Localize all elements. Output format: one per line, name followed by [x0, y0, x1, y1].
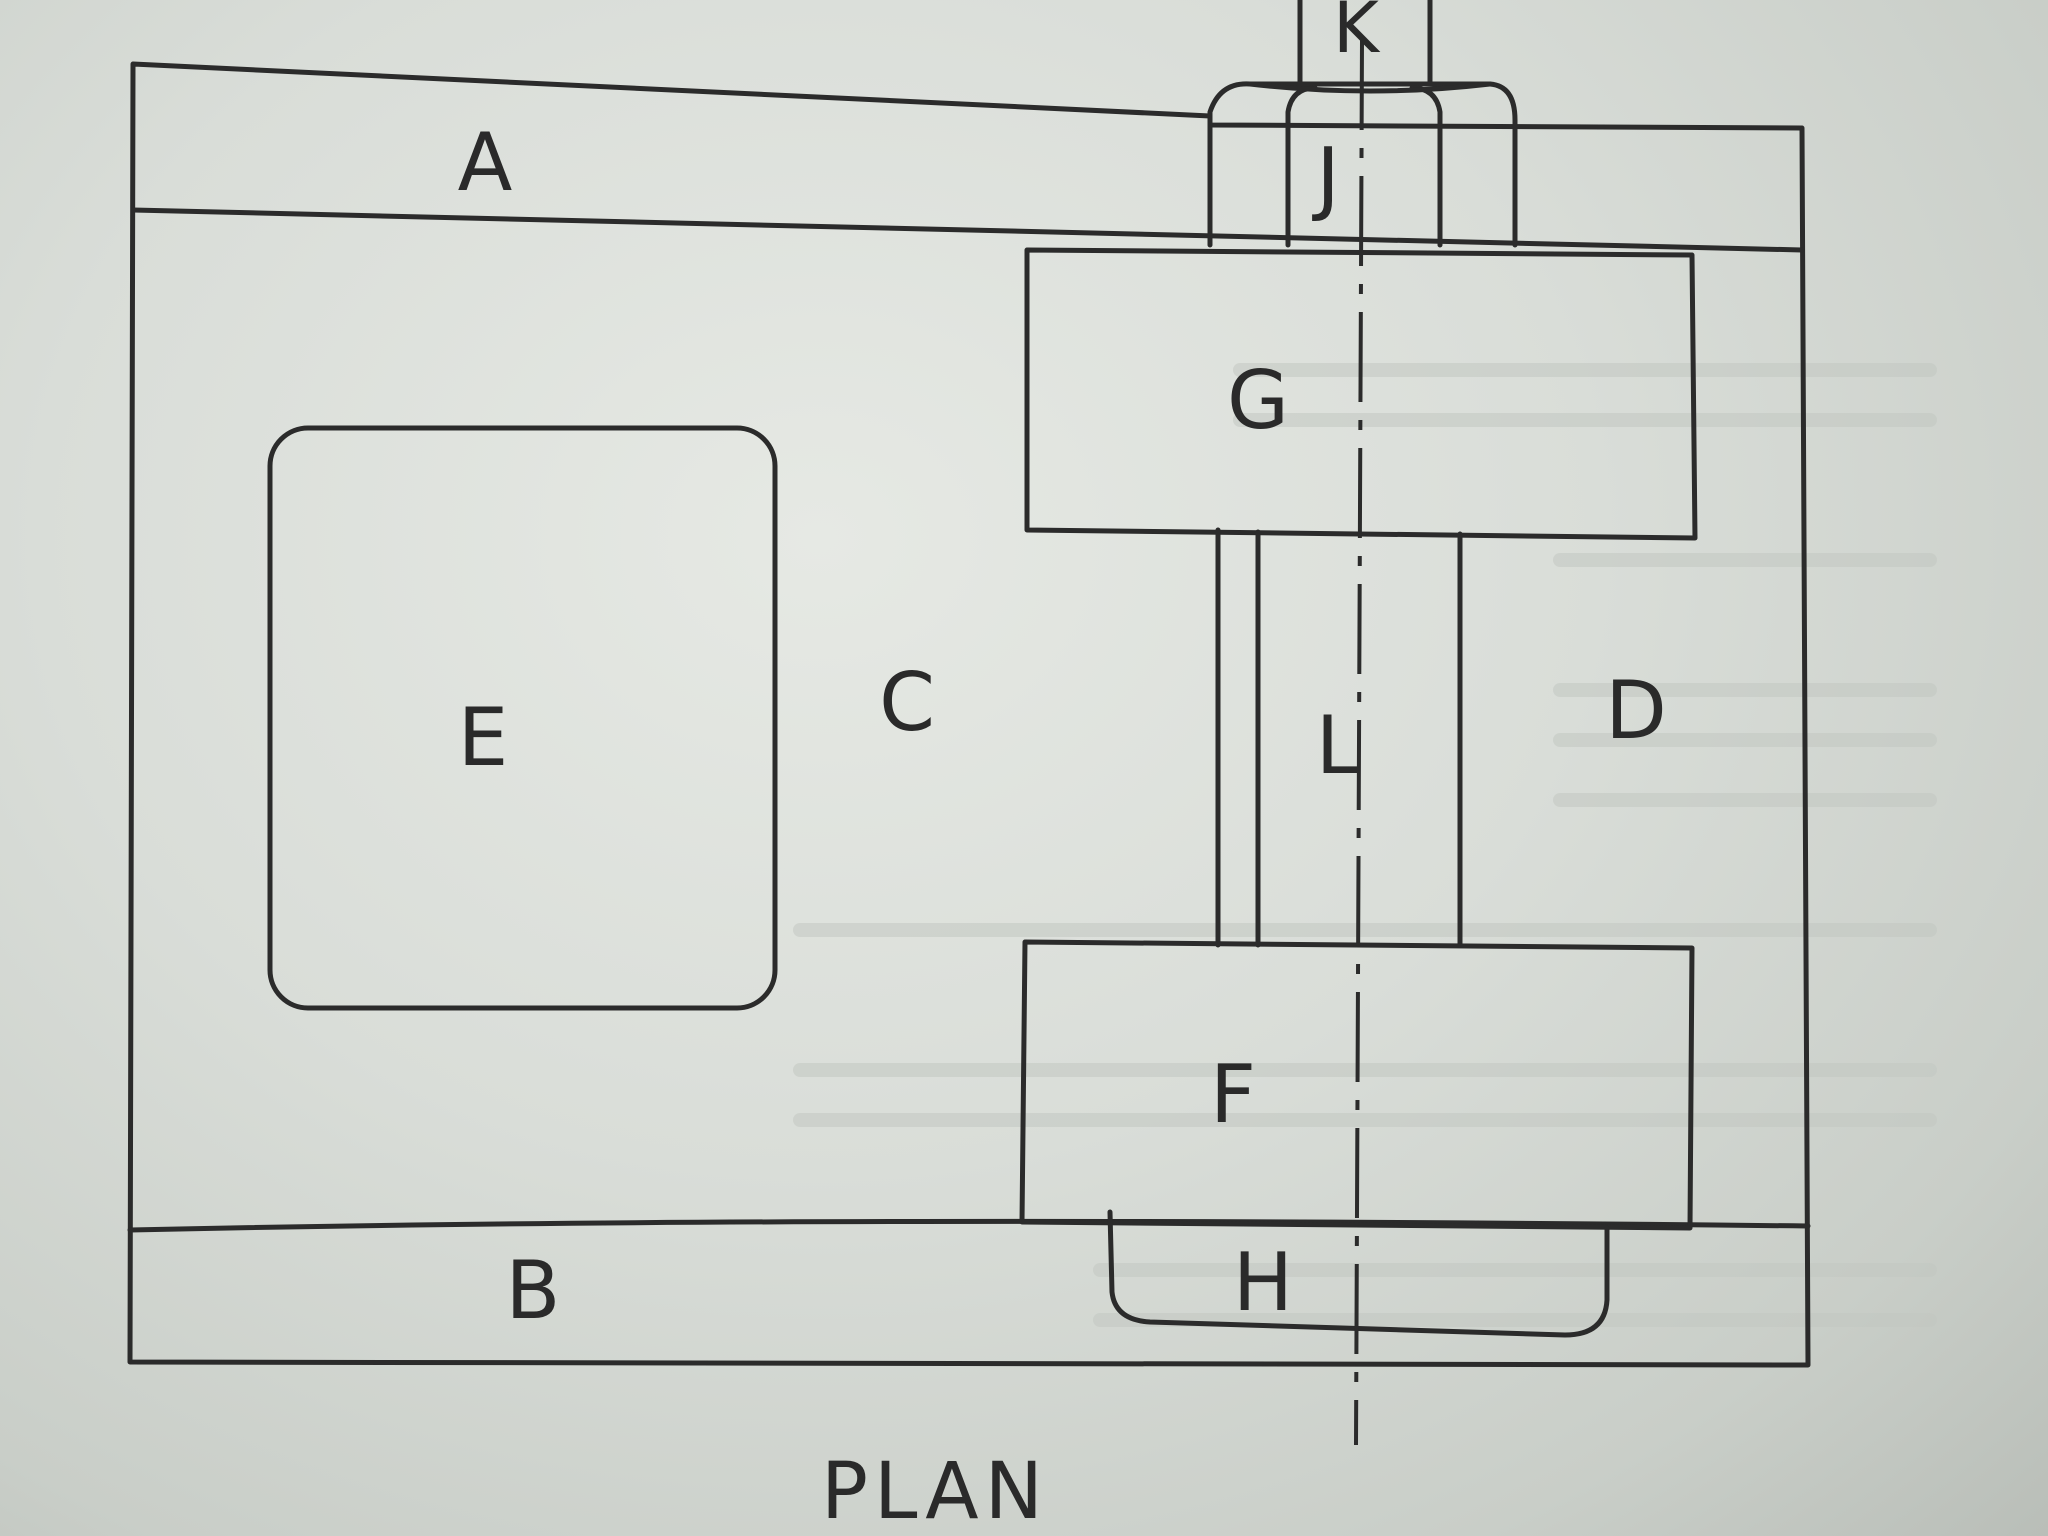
label-l: L — [1316, 699, 1361, 792]
outer-frame — [127, 61, 1811, 1368]
bleed-through-lines — [793, 363, 1937, 1327]
center-line — [1354, 39, 1364, 1446]
label-c: C — [879, 656, 935, 749]
label-b: B — [506, 1244, 561, 1337]
block-g — [1024, 247, 1698, 541]
label-h: H — [1233, 1236, 1293, 1329]
label-f: F — [1210, 1048, 1256, 1141]
nut-j-arc — [1247, 81, 1493, 94]
label-e: E — [458, 691, 509, 784]
block-f — [1019, 939, 1695, 1231]
band-a-edge — [130, 207, 1805, 253]
label-j: J — [1311, 131, 1340, 224]
nut-j-facet-left — [1285, 85, 1318, 248]
nut-j-facet-right — [1409, 85, 1443, 248]
label-a: A — [458, 116, 513, 209]
label-d: D — [1605, 664, 1667, 757]
label-k: K — [1333, 0, 1381, 69]
bearing-h — [1107, 1209, 1610, 1338]
caption-plan: PLAN — [821, 1447, 1049, 1536]
nut-j — [1207, 81, 1518, 248]
box-e — [267, 425, 778, 1011]
label-g: G — [1227, 354, 1289, 447]
band-b-edge — [127, 1218, 1811, 1233]
